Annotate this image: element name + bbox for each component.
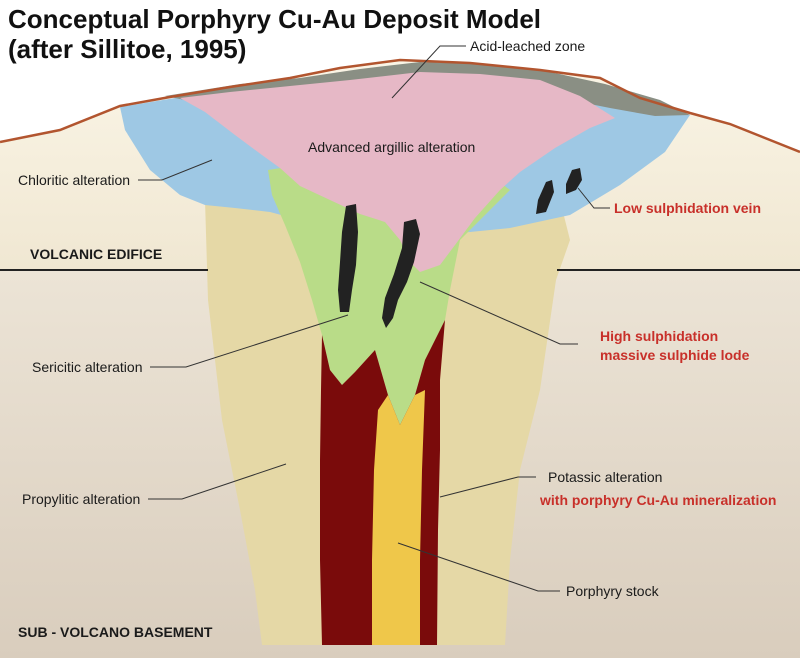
leader-lines [138,45,610,592]
label-potassic: Potassic alteration [548,469,663,485]
high-sulphidation-vein-right [382,219,420,328]
leader-high-sulphidation [419,281,578,345]
porphyry-stock-zone [372,390,425,645]
diagram-title: Conceptual Porphyry Cu-Au Deposit Model [8,4,542,34]
leader-acid-leached [391,45,466,99]
label-volcanic-edifice: VOLCANIC EDIFICE [30,246,163,262]
label-advanced-argillic: Advanced argillic alteration [308,139,476,155]
acid-leached-zone [165,62,690,116]
advanced-argillic-zone [180,72,615,272]
high-sulphidation-vein-left [338,204,358,312]
leader-propylitic [148,463,287,500]
leader-potassic [439,476,536,498]
label-high-sulphidation: High sulphidation [600,328,719,344]
leader-chloritic [138,159,213,181]
label-propylitic: Propylitic alteration [22,491,141,507]
label-acid-leached-zone: Acid-leached zone [470,38,586,54]
label-chloritic: Chloritic alteration [18,172,131,188]
low-sulphidation-vein-1 [536,180,554,214]
leader-porphyry-stock [397,542,560,592]
leader-sericitic [150,314,349,368]
label-low-sulphidation-vein: Low sulphidation vein [614,200,761,216]
label-basement: SUB - VOLCANO BASEMENT [18,624,213,640]
label-porphyry-stock: Porphyry stock [566,583,659,599]
label-sericitic: Sericitic alteration [32,359,143,375]
leader-low-sulphidation [577,187,610,209]
topography-line [0,58,800,154]
diagram-subtitle: (after Sillitoe, 1995) [8,34,247,64]
low-sulphidation-vein-2 [566,168,582,194]
label-porphyry-mineralization: with porphyry Cu-Au mineralization [540,492,777,508]
label-massive-sulphide-lode: massive sulphide lode [600,347,750,363]
